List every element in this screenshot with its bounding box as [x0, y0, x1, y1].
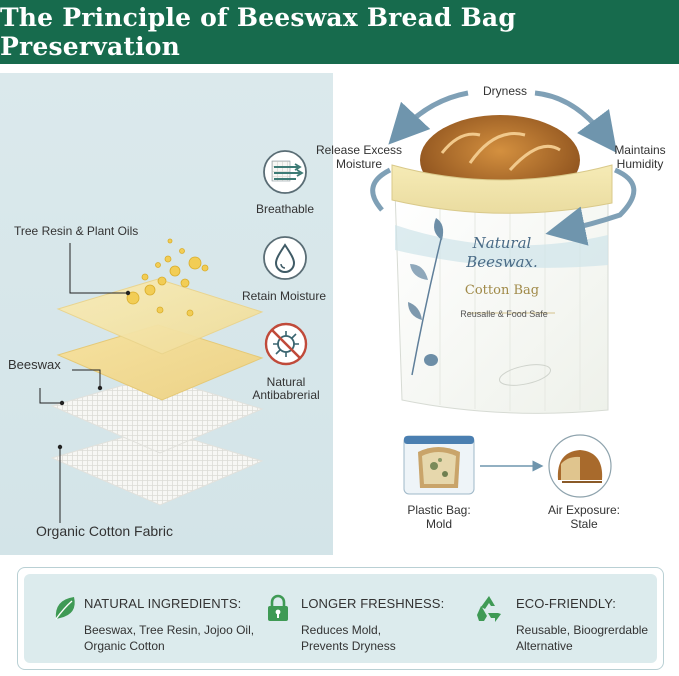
cotton-layer-top — [50, 375, 264, 454]
page-title: The Principle of Beeswax Bread Bag Prese… — [0, 3, 517, 61]
bag-brand-line1: Natural — [472, 234, 532, 252]
feature-eco-friendly: ECO-FRIENDLY: Reusable, Bioogrerdable Al… — [474, 574, 657, 663]
resin-layer — [56, 278, 264, 355]
feature-title: ECO-FRIENDLY: — [516, 596, 617, 611]
bag-tagline: Reusalle & Food Safe — [460, 309, 548, 319]
recycle-icon — [477, 596, 501, 622]
feature-title: NATURAL INGREDIENTS: — [84, 596, 242, 611]
features-panel: NATURAL INGREDIENTS: Beeswax, Tree Resin… — [17, 567, 664, 670]
air-exposure-label-1: Air Exposure: — [547, 503, 621, 517]
lock-icon — [268, 594, 288, 621]
bag-illustration — [370, 90, 637, 414]
plastic-bag-label-1: Plastic Bag: — [407, 503, 471, 517]
feature-body: Beeswax, Tree Resin, Jojoo Oil, Organic … — [84, 623, 255, 653]
comparison-illustration — [403, 434, 612, 498]
resin-label: Tree Resin & Plant Oils — [14, 224, 139, 238]
dryness-label: Dryness — [482, 84, 527, 98]
release-moisture-label-2: Moisture — [335, 157, 382, 171]
plastic-bag-label-2: Mold — [425, 517, 452, 531]
feature-longer-freshness: LONGER FRESHNESS: Reduces Mold, Prevents… — [266, 574, 456, 663]
water-drop-icon — [263, 236, 307, 280]
oil-droplets — [126, 238, 209, 317]
title-banner: The Principle of Beeswax Bread Bag Prese… — [0, 0, 679, 64]
humidity-label-2: Humidity — [616, 157, 664, 171]
feature-title: LONGER FRESHNESS: — [301, 596, 445, 611]
antibacterial-icon — [264, 322, 308, 366]
beeswax-label: Beeswax — [8, 357, 61, 372]
breathable-label: Breathable — [255, 202, 315, 216]
antibacterial-label-1: Natural — [266, 375, 306, 389]
feature-body: Reusable, Bioogrerdable Alternative — [516, 623, 649, 653]
bag-brand-line2: Beeswax. — [466, 253, 538, 271]
breathable-icon — [263, 150, 307, 194]
feature-body: Reduces Mold, Prevents Dryness — [301, 623, 396, 653]
leaf-icon — [55, 597, 75, 620]
layers-illustration — [39, 238, 264, 523]
antibacterial-label-2: Antibabrerial — [252, 388, 320, 402]
release-moisture-label-1: Release Excess — [315, 143, 403, 157]
features-panel-inner: NATURAL INGREDIENTS: Beeswax, Tree Resin… — [24, 574, 657, 663]
air-exposure-label-2: Stale — [570, 517, 598, 531]
cotton-layer-bottom — [50, 427, 264, 506]
cotton-label: Organic Cotton Fabric — [36, 523, 173, 539]
bag-product-name: Cotton Bag — [464, 283, 540, 298]
humidity-label-1: Maintains — [614, 143, 666, 157]
feature-natural-ingredients: NATURAL INGREDIENTS: Beeswax, Tree Resin… — [24, 574, 254, 663]
retain-moisture-label: Retain Moisture — [241, 289, 327, 303]
